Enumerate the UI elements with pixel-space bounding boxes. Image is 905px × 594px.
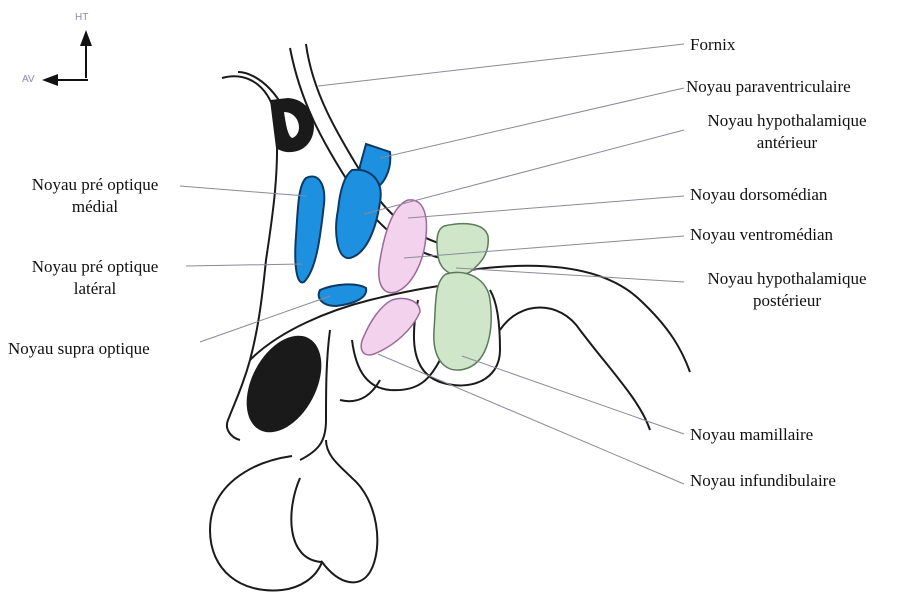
leader-hypothalamique-posterieur (456, 268, 684, 282)
infundibulum-stalk (340, 380, 380, 401)
pituitary-divide (291, 478, 322, 562)
label-preoptique-medial-line2: médial (6, 196, 184, 218)
leader-hypothalamique-anterieur (364, 130, 684, 214)
medial-preoptic-nucleus (295, 176, 324, 282)
orientation-compass (42, 30, 92, 86)
leader-preoptique-medial (180, 186, 306, 196)
leader-dorsomedian (408, 196, 684, 218)
anterior-hypothalamic-nucleus (336, 170, 381, 258)
posterior-hypothalamic-nucleus (437, 224, 488, 275)
leader-fornix (318, 44, 684, 86)
left-orientation-label: AV (22, 74, 35, 86)
blue-nuclei (295, 144, 390, 306)
label-hypothalamique-anterieur-line2: antérieur (682, 132, 892, 154)
label-preoptique-medial: Noyau pré optique médial (6, 174, 184, 218)
infundibular-nucleus (361, 299, 420, 355)
label-hypothalamique-posterieur-line2: postérieur (682, 290, 892, 312)
label-hypothalamique-anterieur: Noyau hypothalamique antérieur (682, 110, 892, 154)
fornix-band-inner (306, 44, 460, 248)
posterior-curve (470, 266, 690, 372)
leader-preoptique-lateral (186, 264, 302, 266)
label-preoptique-lateral-line1: Noyau pré optique (6, 256, 184, 278)
mamillary-nucleus (434, 272, 491, 370)
up-orientation-label: HT (75, 12, 88, 24)
pituitary-outline (210, 440, 377, 590)
label-preoptique-medial-line1: Noyau pré optique (6, 174, 184, 196)
leader-supra-optique (200, 296, 330, 342)
label-preoptique-lateral-line2: latéral (6, 278, 184, 300)
dorsomedian-nucleus (379, 200, 427, 293)
label-hypothalamique-posterieur-line1: Noyau hypothalamique (682, 268, 892, 290)
label-ventromedian: Noyau ventromédian (690, 224, 833, 246)
label-paraventriculaire: Noyau paraventriculaire (686, 76, 851, 98)
label-mamillaire: Noyau mamillaire (690, 424, 813, 446)
posterior-lobe-curve (500, 308, 650, 431)
label-hypothalamique-posterieur: Noyau hypothalamique postérieur (682, 268, 892, 312)
label-infundibulaire: Noyau infundibulaire (690, 470, 836, 492)
label-hypothalamique-anterieur-line1: Noyau hypothalamique (682, 110, 892, 132)
leader-mamillaire (462, 356, 684, 434)
green-nuclei (434, 224, 491, 370)
left-arrow-icon (42, 74, 58, 86)
leader-infundibulaire (378, 354, 684, 484)
up-arrow-icon (80, 30, 92, 46)
label-dorsomedian: Noyau dorsomédian (690, 184, 827, 206)
leader-paraventriculaire (380, 88, 684, 158)
optic-chiasm (231, 323, 336, 445)
label-fornix: Fornix (690, 34, 735, 56)
label-preoptique-lateral: Noyau pré optique latéral (6, 256, 184, 300)
label-supra-optique: Noyau supra optique (8, 338, 150, 360)
